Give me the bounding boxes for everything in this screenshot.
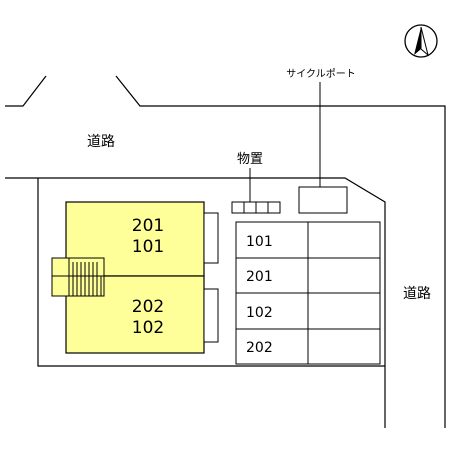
unit-label: 202 (132, 297, 164, 317)
road-label-top: 道路 (87, 134, 115, 150)
north-arrow-icon (404, 24, 438, 58)
storage-shed (231, 201, 281, 214)
cycle-port (298, 186, 348, 214)
parking-space-label: 202 (246, 340, 273, 356)
unit-label: 101 (132, 237, 164, 257)
cycle-port-label: サイクルポート (286, 68, 356, 80)
balcony-upper (203, 212, 219, 264)
road-lines (5, 75, 446, 428)
road-label-right: 道路 (403, 286, 431, 302)
parking-space-label: 201 (246, 269, 273, 285)
building: 201 101 202 102 (51, 201, 219, 354)
parking-area (235, 221, 381, 365)
parking-space-label: 102 (246, 305, 273, 321)
storage-label: 物置 (237, 152, 263, 167)
unit-label: 102 (132, 318, 164, 338)
balcony-lower (203, 288, 219, 343)
parking-space-label: 101 (246, 234, 273, 250)
site-boundary (37, 178, 385, 367)
staircase (51, 257, 105, 297)
unit-label: 201 (132, 216, 164, 236)
